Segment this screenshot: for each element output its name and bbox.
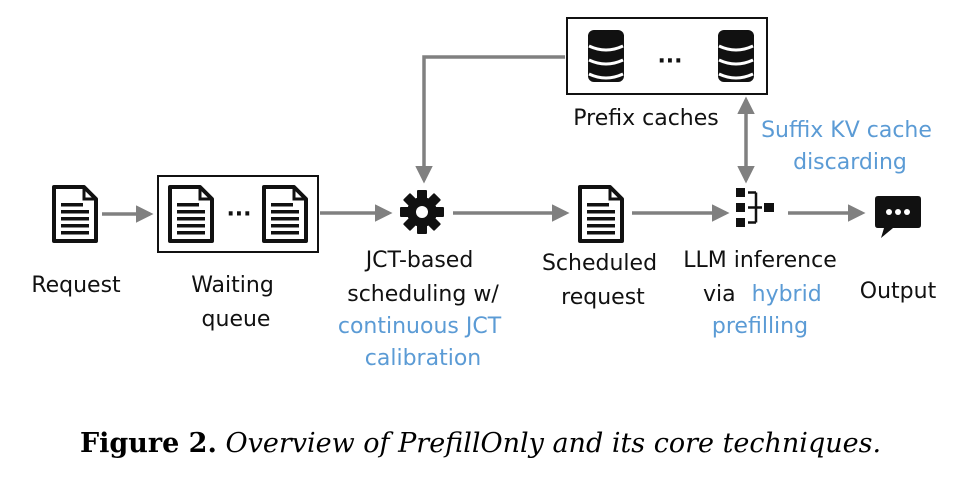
- database-icon: [716, 28, 756, 84]
- database-icon: [586, 28, 626, 84]
- request-label: Request: [31, 273, 121, 298]
- figure-number: Figure 2.: [79, 428, 217, 459]
- arrow-caches-to-scheduler: [415, 55, 565, 184]
- waiting-queue-label: Waiting queue: [191, 273, 281, 332]
- inference-label: LLM inference: [683, 248, 837, 273]
- scheduler-label: JCT-based scheduling w/: [347, 248, 499, 307]
- inference-technique-label: via hybrid: [703, 282, 822, 307]
- figure-caption: Figure 2. Overview of PrefillOnly and it…: [0, 428, 961, 459]
- scheduled-request-label: Scheduled request: [542, 251, 664, 310]
- suffix-technique-label: Suffix KV cache discarding: [761, 118, 939, 175]
- scheduled-document-icon: [578, 185, 624, 243]
- queue-document-icon: [168, 185, 214, 243]
- gear-icon: [400, 190, 444, 234]
- prefix-caches-label: Prefix caches: [573, 106, 718, 131]
- pipeline-icon: [736, 188, 774, 227]
- cache-ellipsis: ···: [657, 49, 682, 74]
- caption-text: Overview of PrefillOnly and its core tec…: [225, 428, 882, 459]
- queue-ellipsis: ···: [226, 202, 251, 227]
- queue-document-icon: [262, 185, 308, 243]
- prefillonly-overview-diagram: ··· ···: [31, 17, 939, 371]
- chat-bubble-icon: [875, 196, 921, 238]
- inference-technique-label-line2: prefilling: [712, 314, 808, 339]
- output-label: Output: [860, 279, 937, 304]
- scheduler-technique-label: continuous JCT calibration: [338, 314, 508, 371]
- request-document-icon: [52, 185, 98, 243]
